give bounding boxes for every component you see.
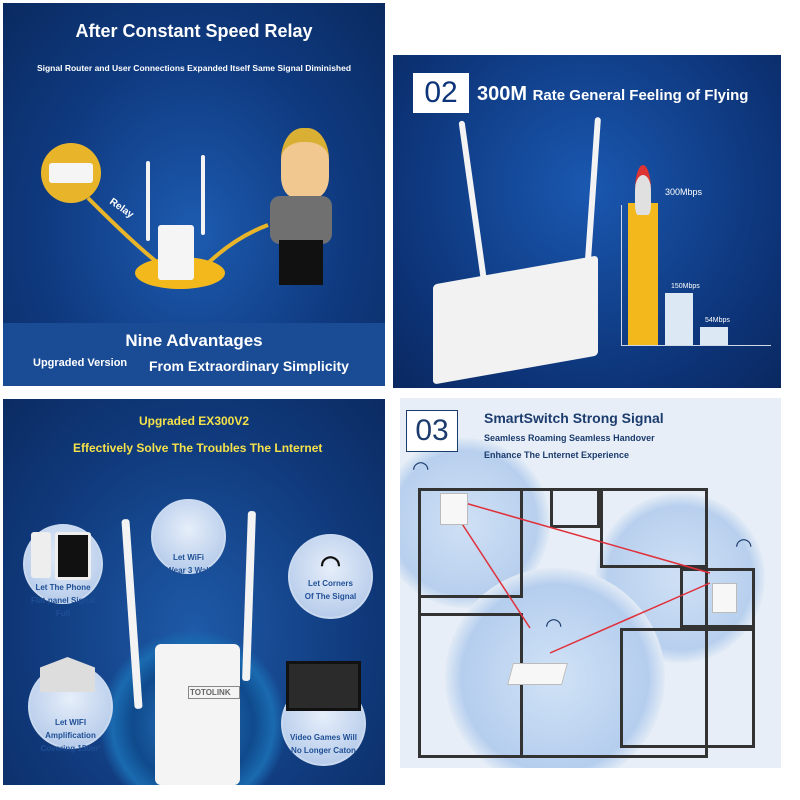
rocket-icon bbox=[635, 165, 651, 215]
monitor-icon bbox=[286, 661, 361, 711]
bar-label: 150Mbps bbox=[671, 283, 700, 290]
panel-title: SmartSwitch Strong Signal bbox=[484, 410, 664, 426]
wifi-icon: ◠ bbox=[320, 551, 341, 578]
panel-number: 02 bbox=[413, 73, 469, 113]
wifi-icon: ◠ bbox=[735, 535, 753, 557]
brand-logo: TOTOLINK bbox=[188, 686, 240, 699]
router-icon bbox=[41, 143, 101, 203]
headline: 300M Rate General Feeling of Flying bbox=[477, 83, 748, 106]
smartswitch-panel: 03 SmartSwitch Strong Signal Seamless Ro… bbox=[400, 398, 781, 768]
extender-image: TOTOLINK bbox=[155, 644, 240, 785]
relay-panel: After Constant Speed Relay Signal Router… bbox=[3, 3, 385, 386]
wifi-icon: ◠ bbox=[545, 615, 563, 637]
bar-150 bbox=[665, 293, 693, 345]
bar-label: 300Mbps bbox=[665, 187, 703, 197]
panel-title: Upgraded EX300V2 bbox=[138, 414, 250, 428]
user-illustration bbox=[265, 128, 337, 293]
extender-icon bbox=[440, 493, 468, 525]
bar-label: 54Mbps bbox=[705, 317, 730, 324]
wifi-icon: ◠ bbox=[412, 458, 430, 480]
bar-300 bbox=[628, 203, 658, 345]
footer-left: Upgraded Version bbox=[33, 357, 128, 369]
speed-panel: 02 300M Rate General Feeling of Flying 3… bbox=[393, 55, 781, 388]
features-panel: Upgraded EX300V2 Effectively Solve The T… bbox=[3, 399, 385, 785]
building-icon bbox=[40, 657, 95, 692]
handover-arrows bbox=[454, 502, 711, 654]
headline-rate: 300M bbox=[477, 83, 528, 105]
panel-line2: Enhance The Lnternet Experience bbox=[484, 450, 630, 460]
bar-54 bbox=[700, 327, 728, 345]
footer-right: From Extraordinary Simplicity bbox=[149, 358, 349, 374]
headline-rest: Rate General Feeling of Flying bbox=[532, 87, 749, 104]
router-icon bbox=[507, 663, 568, 685]
panel-title: After Constant Speed Relay bbox=[75, 21, 313, 41]
panel-number: 03 bbox=[406, 410, 458, 452]
footer-title: Nine Advantages bbox=[125, 331, 263, 350]
panel-subtitle: Signal Router and User Connections Expan… bbox=[36, 63, 352, 73]
extender-icon bbox=[712, 583, 737, 613]
extender-icon bbox=[158, 225, 194, 280]
panel-line1: Seamless Roaming Seamless Handover bbox=[484, 433, 655, 443]
panel-subtitle: Effectively Solve The Troubles The Lnter… bbox=[73, 441, 323, 455]
phone-tablet-icon bbox=[31, 532, 91, 582]
extender-image bbox=[433, 255, 598, 385]
footer-band bbox=[3, 323, 385, 386]
